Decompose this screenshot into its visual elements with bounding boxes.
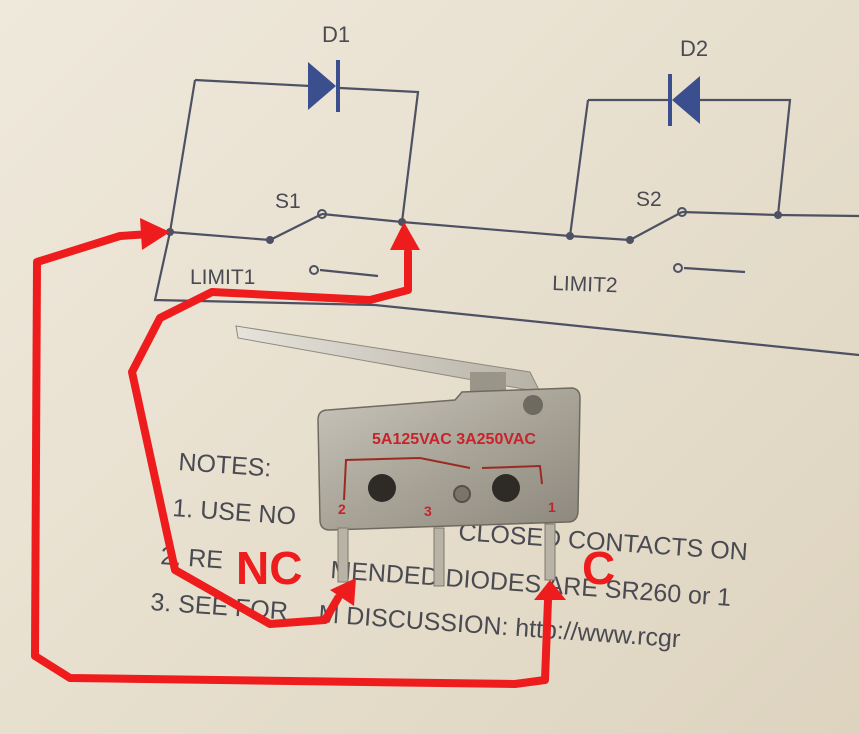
arrow-to-node-left-icon <box>140 218 170 250</box>
limit2-label: LIMIT2 <box>552 272 618 297</box>
nc-label: NC <box>236 542 302 594</box>
limit1-label: LIMIT1 <box>190 266 255 289</box>
arrowheads <box>140 218 566 606</box>
c-label: C <box>582 542 615 594</box>
microswitch: 5A125VAC 3A250VAC 2 3 1 <box>235 325 581 587</box>
arrow-to-nc-pin-icon <box>330 578 356 606</box>
notes-heading: NOTES: <box>178 448 273 482</box>
notes-line-3b: M DISCUSSION: http://www.rcgr <box>318 600 682 653</box>
schematic-wiring <box>153 78 859 357</box>
schematic-nodes <box>166 207 782 275</box>
arrow-to-c-pin-icon <box>534 580 566 600</box>
wiring-annotations <box>31 230 552 688</box>
notes-line-1: 1. USE NO <box>172 494 297 531</box>
diode-d2-icon <box>668 74 700 126</box>
d2-label: D2 <box>680 36 708 61</box>
diode-d1-icon <box>308 60 340 112</box>
arrow-to-node-s1-icon <box>390 222 420 250</box>
d1-label: D1 <box>322 22 350 47</box>
pin-1-label: 1 <box>548 499 556 515</box>
pin-2-label: 2 <box>338 501 346 517</box>
s1-label: S1 <box>275 190 301 213</box>
s2-label: S2 <box>636 188 662 211</box>
pin-3-label: 3 <box>424 503 432 519</box>
switch-rating: 5A125VAC 3A250VAC <box>372 431 536 448</box>
notes-line-2b: MENDED DIODES ARE SR260 or 1 <box>330 556 732 612</box>
